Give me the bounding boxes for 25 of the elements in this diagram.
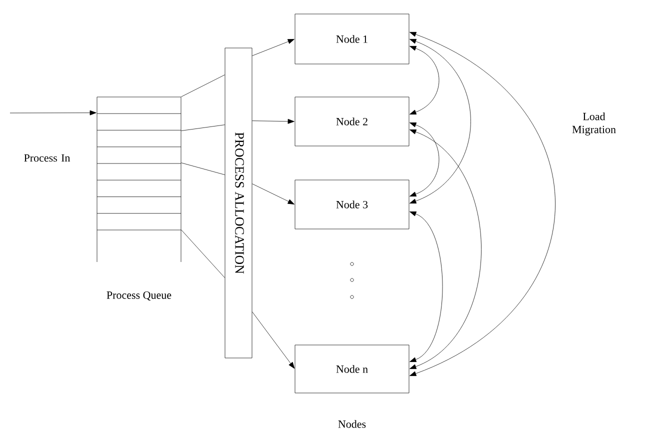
arrow [252, 312, 295, 369]
arrow [252, 39, 294, 56]
connector-line [181, 230, 225, 278]
curved-arrow [410, 46, 440, 114]
curved-arrow [410, 122, 440, 196]
curved-arrow [410, 129, 482, 369]
connector-line [181, 162, 225, 175]
node-label: Process Queue [106, 291, 172, 301]
curved-arrow [410, 211, 443, 362]
queue-drawing: Process Queue [96, 96, 182, 301]
curved-arrow [410, 32, 556, 376]
node-box: Node 1 [294, 14, 410, 64]
connector-line [181, 124, 225, 131]
text-label: Load Migration [572, 112, 616, 136]
text-label: Nodes [338, 420, 366, 428]
arrow [252, 118, 294, 124]
connector-line [181, 74, 225, 97]
arrow [252, 184, 294, 204]
vertical-box: PROCESS ALLOCATION [224, 48, 252, 358]
curved-arrow [410, 38, 471, 204]
node-box: Node 3 [294, 180, 410, 230]
node-box: Node n [294, 344, 410, 394]
node-box: Node 2 [294, 96, 410, 146]
arrow [10, 110, 96, 116]
text-label: Process In [24, 154, 70, 162]
